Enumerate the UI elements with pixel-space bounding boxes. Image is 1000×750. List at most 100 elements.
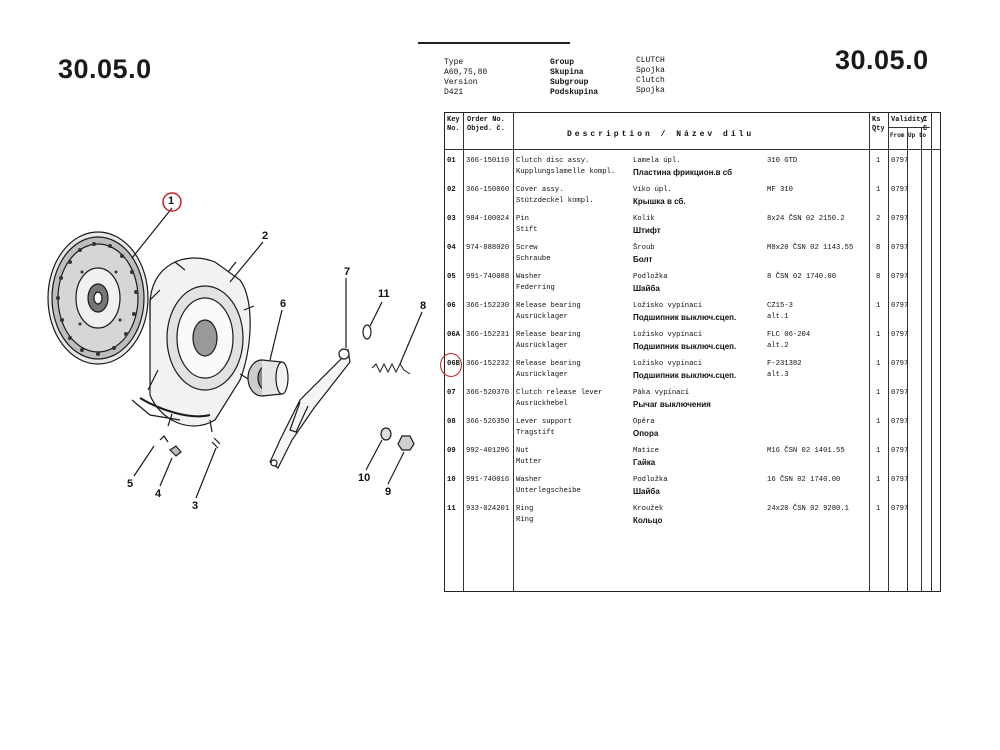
- release-lever-drawing: [269, 348, 351, 469]
- row-valid-from: 0797: [891, 273, 909, 281]
- row-spec: 8 ČSN 02 1740.00: [767, 273, 837, 281]
- row-spec-alt: alt.2: [767, 342, 789, 350]
- row-valid-from: 0797: [891, 505, 909, 513]
- row-qty: 2: [876, 215, 881, 223]
- row-order-no: 366-152230: [466, 302, 510, 310]
- row-qty: 1: [876, 360, 881, 368]
- row-key: 04: [447, 244, 456, 252]
- row-order-no: 992-401296: [466, 447, 510, 455]
- row-desc-en: Cover assy.: [516, 186, 564, 194]
- row-desc-ru: Гайка: [633, 458, 656, 467]
- top-rule: [418, 42, 570, 44]
- row-order-no: 366-520370: [466, 389, 510, 397]
- row-spec: 24x20 ČSN 02 9280.1: [767, 505, 849, 513]
- row-spec: 16 ČSN 02 1740.00: [767, 476, 841, 484]
- row-spec-alt: alt.1: [767, 313, 789, 321]
- row-qty: 1: [876, 505, 881, 513]
- row-desc-cz: Podložka: [633, 476, 668, 484]
- row-qty: 1: [876, 389, 881, 397]
- callout-label: 6: [280, 298, 287, 310]
- header-group-label: Group: [550, 58, 575, 67]
- row-desc-en: Release bearing: [516, 331, 581, 339]
- clutch-disc-drawing: [47, 231, 149, 365]
- callout-label: 11: [378, 288, 390, 300]
- row-desc-ru: Опора: [633, 429, 659, 438]
- row-desc-ru: Шайба: [633, 284, 660, 293]
- row-order-no: 366-150060: [466, 186, 510, 194]
- th-from: From: [890, 132, 905, 139]
- row-desc-de: Ausrücklager: [516, 371, 568, 379]
- header-subgroup-value: Clutch: [636, 76, 665, 85]
- row-order-no: 366-152231: [466, 331, 510, 339]
- row-desc-ru: Пластина фрикцион.в сб: [633, 168, 733, 177]
- row-spec: M16 ČSN 02 1401.55: [767, 447, 845, 455]
- callout-label: 4: [155, 488, 162, 500]
- release-bearing-drawing: [247, 359, 289, 397]
- row-desc-cz: Matice: [633, 447, 659, 455]
- row-desc-en: Screw: [516, 244, 538, 252]
- row-key: 11: [447, 505, 456, 513]
- callout-1-highlight: [162, 192, 182, 212]
- row-order-no: 974-888020: [466, 244, 510, 252]
- row-desc-ru: Подшипник выключ.сцеп.: [633, 371, 737, 380]
- row-valid-from: 0797: [891, 157, 909, 165]
- row-desc-ru: Штифт: [633, 226, 661, 235]
- row-desc-de: Stützdeckel kompl.: [516, 197, 594, 205]
- row-key: 09: [447, 447, 456, 455]
- row-key: 05: [447, 273, 456, 281]
- row-desc-en: Pin: [516, 215, 529, 223]
- header-subgroup-label: Subgroup: [550, 78, 589, 87]
- row-valid-from: 0797: [891, 447, 909, 455]
- row-qty: 1: [876, 476, 881, 484]
- row-desc-cz: Podložka: [633, 273, 668, 281]
- row-desc-de: Mutter: [516, 458, 542, 466]
- row-qty: 1: [876, 186, 881, 194]
- row-order-no: 366-152232: [466, 360, 510, 368]
- row-desc-cz: Ložisko vypínací: [633, 360, 703, 368]
- row-desc-cz: Šroub: [633, 244, 655, 252]
- row-desc-ru: Подшипник выключ.сцеп.: [633, 313, 737, 322]
- row-desc-en: Clutch disc assy.: [516, 157, 590, 165]
- row-key: 10: [447, 476, 456, 484]
- row-desc-en: Washer: [516, 476, 542, 484]
- row-key: 08: [447, 418, 456, 426]
- row-desc-cz: Páka vypínací: [633, 389, 690, 397]
- row-desc-ru: Крышка в сб.: [633, 197, 686, 206]
- row-desc-de: Ausrückhebel: [516, 400, 568, 408]
- row-desc-de: Ausrücklager: [516, 313, 568, 321]
- row-key: 06A: [447, 331, 460, 339]
- th-validity: Validity: [891, 116, 925, 124]
- row-desc-de: Kupplungslamelle kompl.: [516, 168, 616, 176]
- row-desc-de: Federring: [516, 284, 555, 292]
- exploded-diagram: 1 2 6 7 11 8 5 4 3 10 9: [0, 0, 440, 750]
- th-up-to: Up to: [908, 132, 927, 139]
- row-key: 03: [447, 215, 456, 223]
- header-group-values: CLUTCH Spojka Clutch Spojka: [636, 56, 665, 96]
- row-key: 01: [447, 157, 456, 165]
- row-order-no: 366-526350: [466, 418, 510, 426]
- row-desc-de: Ring: [516, 516, 534, 524]
- header-subgroup-value-cz: Spojka: [636, 86, 665, 95]
- row-spec: MF 310: [767, 186, 793, 194]
- row-valid-from: 0797: [891, 360, 909, 368]
- row-desc-en: Clutch release lever: [516, 389, 603, 397]
- row-order-no: 991-740016: [466, 476, 510, 484]
- row-valid-from: 0797: [891, 215, 909, 223]
- row-desc-de: Stift: [516, 226, 538, 234]
- row-desc-en: Release bearing: [516, 302, 581, 310]
- row-desc-en: Nut: [516, 447, 529, 455]
- row-valid-from: 0797: [891, 418, 909, 426]
- row-order-no: 984-100024: [466, 215, 510, 223]
- row-desc-ru: Рычаг выключения: [633, 400, 711, 409]
- row-qty: 1: [876, 157, 881, 165]
- row-key: 06: [447, 302, 456, 310]
- callout-label: 9: [385, 486, 392, 498]
- row-desc-de: Unterlegscheibe: [516, 487, 581, 495]
- row-desc-ru: Болт: [633, 255, 653, 264]
- row-qty: 8: [876, 244, 881, 252]
- row-valid-from: 0797: [891, 331, 909, 339]
- row-desc-cz: Lamela úpl.: [633, 157, 681, 165]
- row-valid-from: 0797: [891, 186, 909, 194]
